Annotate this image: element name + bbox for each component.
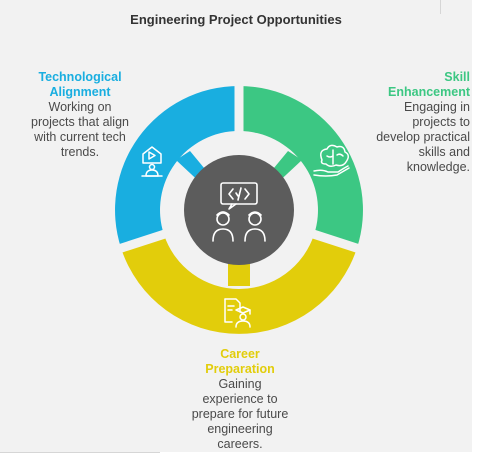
- description-line: knowledge.: [406, 160, 470, 174]
- connector-career: [228, 262, 250, 286]
- description-line: skills and: [418, 145, 470, 159]
- career-preparation-block: Career Preparation Gaining experience to…: [160, 347, 320, 452]
- tech-alignment-title: Technological Alignment: [20, 70, 140, 100]
- center-hub: [184, 155, 294, 265]
- frame-edge: [440, 0, 441, 14]
- description-line: Engaging in: [403, 100, 470, 114]
- segment-tech: [115, 86, 239, 249]
- brain-hand-icon: [313, 144, 350, 177]
- presentation-person-icon: [141, 146, 163, 177]
- frame-edge: [0, 452, 160, 453]
- description-line: with current tech: [34, 130, 126, 144]
- tech-alignment-description: Working on projects that align with curr…: [20, 100, 140, 160]
- segment-skill: [239, 86, 363, 249]
- description-line: projects that align: [31, 115, 129, 129]
- diagram-title: Engineering Project Opportunities: [130, 12, 342, 27]
- description-line: Gaining: [218, 377, 262, 391]
- title-line: Alignment: [49, 85, 111, 99]
- title-line: Technological: [38, 70, 122, 84]
- description-line: experience to: [202, 392, 278, 406]
- title-line: Enhancement: [388, 85, 470, 99]
- career-preparation-title: Career Preparation: [160, 347, 320, 377]
- code-collaboration-icon: [212, 182, 266, 242]
- ring-gap: [111, 228, 172, 256]
- tech-alignment-block: Technological Alignment Working on proje…: [20, 70, 140, 160]
- skill-enhancement-description: Engaging in projects to develop practica…: [352, 100, 470, 175]
- description-line: projects to: [412, 115, 470, 129]
- title-line: Skill: [444, 70, 470, 84]
- description-line: prepare for future: [191, 407, 289, 421]
- segment-career: [121, 234, 357, 334]
- description-line: Working on: [48, 100, 112, 114]
- ring-gap: [306, 228, 367, 256]
- title-line: Preparation: [205, 362, 275, 376]
- skill-enhancement-title: Skill Enhancement: [352, 70, 470, 100]
- skill-enhancement-block: Skill Enhancement Engaging in projects t…: [352, 70, 470, 175]
- document-graduate-icon: [224, 298, 251, 328]
- description-line: careers.: [217, 437, 263, 451]
- description-line: trends.: [60, 145, 100, 159]
- career-preparation-description: Gaining experience to prepare for future…: [160, 377, 320, 452]
- description-line: develop practical: [376, 130, 470, 144]
- description-line: engineering: [207, 422, 273, 436]
- title-line: Career: [220, 347, 260, 361]
